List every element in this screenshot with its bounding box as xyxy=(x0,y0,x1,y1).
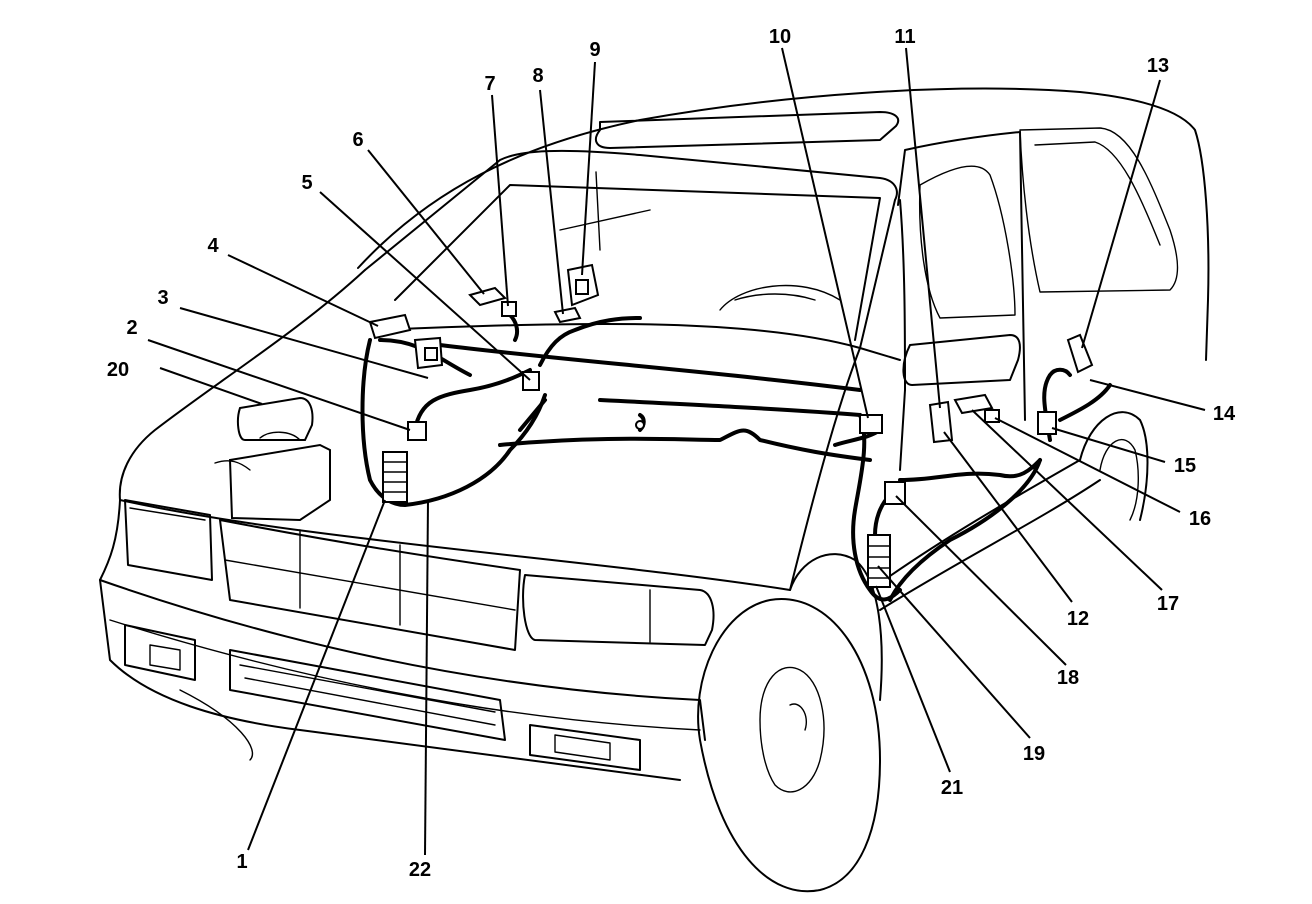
leader-1 xyxy=(247,499,386,851)
leader-22 xyxy=(424,499,429,856)
connector-2 xyxy=(407,421,427,441)
leader-16 xyxy=(994,417,1181,513)
connector-16 xyxy=(984,409,1000,423)
callout-18: 18 xyxy=(1057,667,1079,689)
leader-lines xyxy=(147,47,1206,856)
leader-3 xyxy=(179,307,429,379)
callout-13: 13 xyxy=(1147,55,1169,77)
battery xyxy=(228,443,331,522)
connector-13 xyxy=(1066,333,1094,374)
leader-2 xyxy=(147,339,411,431)
wiring-harness xyxy=(360,313,1112,602)
leader-4 xyxy=(227,254,379,327)
callout-12: 12 xyxy=(1067,608,1089,630)
callout-15: 15 xyxy=(1174,455,1196,477)
components xyxy=(214,263,1094,588)
leader-21 xyxy=(875,585,951,773)
leader-14 xyxy=(1089,379,1206,411)
leader-20 xyxy=(159,367,263,405)
junction-block xyxy=(368,313,412,340)
connector-11 xyxy=(928,400,954,444)
leader-12 xyxy=(943,431,1073,603)
connector-18 xyxy=(884,481,906,505)
callout-20: 20 xyxy=(107,359,129,381)
callout-9: 9 xyxy=(589,39,600,61)
module-6 xyxy=(468,286,507,307)
connector-7 xyxy=(501,301,517,317)
leader-5 xyxy=(319,191,531,381)
connector-stack-left xyxy=(382,451,408,503)
callout-labels: 1 2 3 4 5 6 7 8 9 10 11 12 13 14 15 16 1… xyxy=(107,26,1236,881)
callout-21: 21 xyxy=(941,777,963,799)
callout-22: 22 xyxy=(409,859,431,881)
callout-17: 17 xyxy=(1157,593,1179,615)
callout-1: 1 xyxy=(236,851,247,873)
callout-14: 14 xyxy=(1213,403,1236,425)
callout-16: 16 xyxy=(1189,508,1211,530)
leader-7 xyxy=(491,94,509,307)
callout-8: 8 xyxy=(532,65,543,87)
module-17 xyxy=(953,393,994,415)
leader-8 xyxy=(539,89,564,315)
callout-5: 5 xyxy=(301,172,312,194)
leader-9 xyxy=(581,61,596,276)
callout-11: 11 xyxy=(894,26,915,48)
leader-19 xyxy=(877,565,1031,739)
callout-19: 19 xyxy=(1023,743,1045,765)
connector-stack-right xyxy=(867,534,891,588)
leader-10 xyxy=(781,47,869,419)
leader-13 xyxy=(1081,79,1161,349)
callout-7: 7 xyxy=(484,73,495,95)
connector-8 xyxy=(553,306,582,324)
callout-10: 10 xyxy=(769,26,791,48)
leader-18 xyxy=(895,495,1067,666)
vehicle-outline xyxy=(99,87,1210,893)
connector-10 xyxy=(859,414,883,434)
leader-15 xyxy=(1051,427,1166,463)
callout-2: 2 xyxy=(126,317,137,339)
leader-11 xyxy=(905,47,941,409)
callout-6: 6 xyxy=(352,129,363,151)
callout-3: 3 xyxy=(157,287,168,309)
leader-17 xyxy=(971,409,1163,591)
connector-15 xyxy=(1037,411,1057,435)
callout-4: 4 xyxy=(207,235,219,257)
leader-6 xyxy=(367,149,485,295)
